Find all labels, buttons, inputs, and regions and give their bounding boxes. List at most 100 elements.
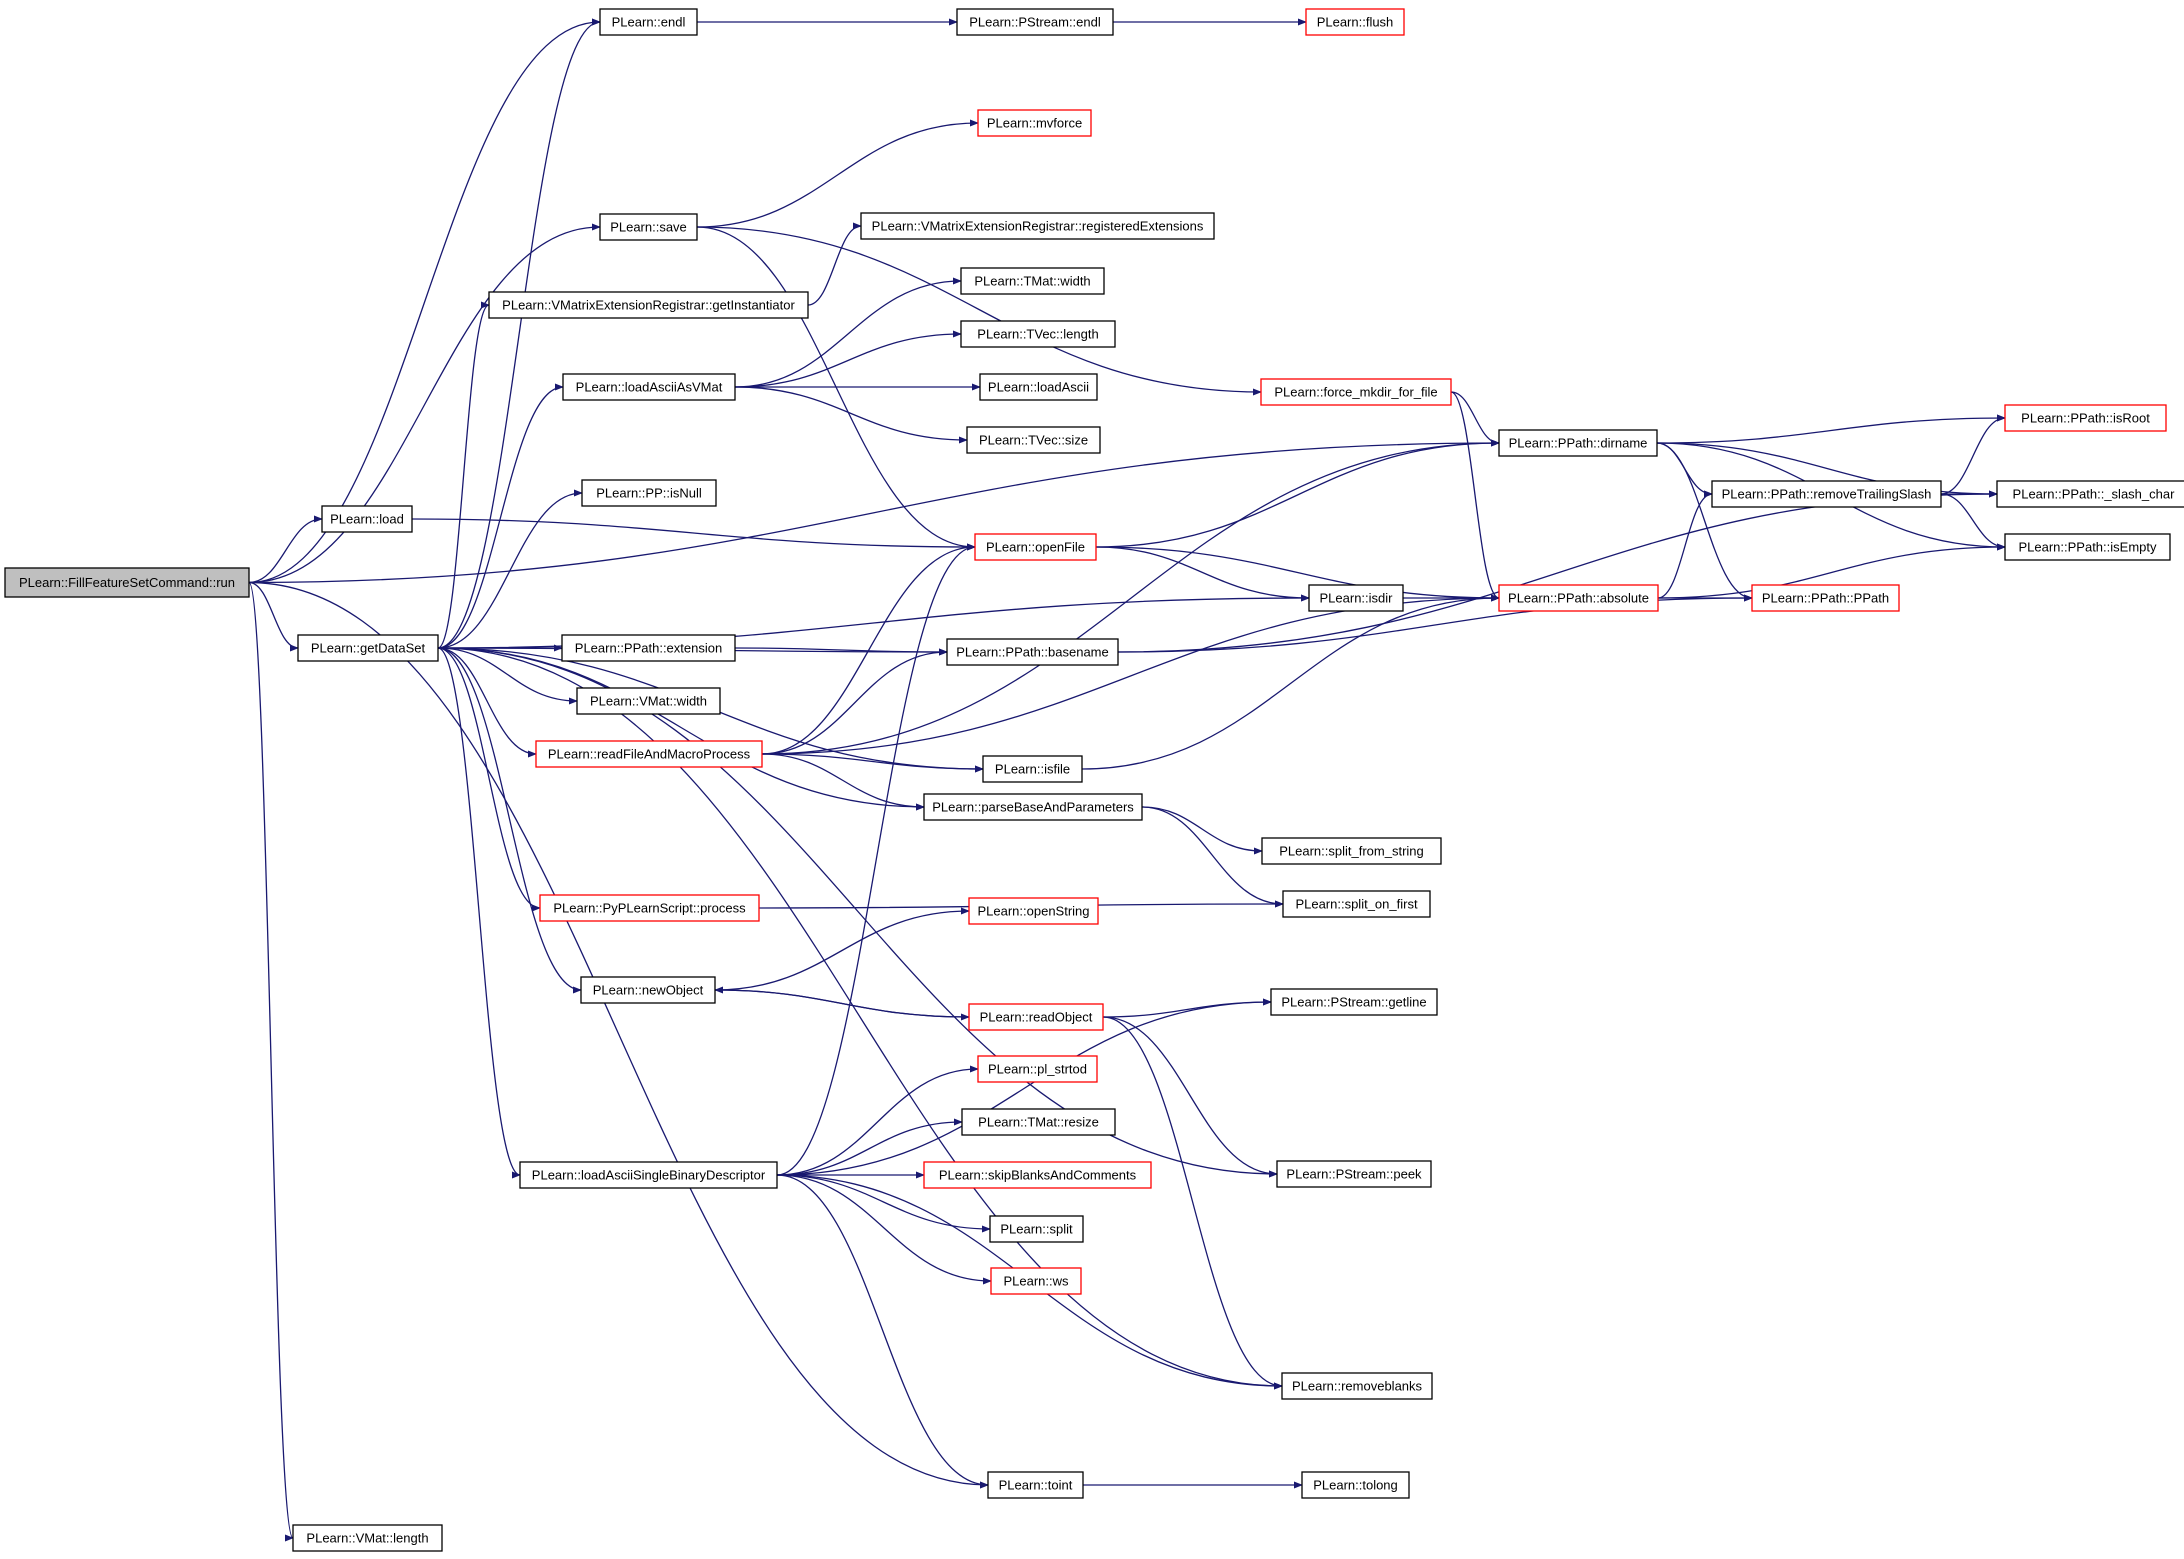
node-load[interactable]: PLearn::load — [321, 505, 413, 533]
node-split[interactable]: PLearn::split — [989, 1215, 1084, 1243]
edge-dirname-to-isRoot — [1656, 414, 2006, 444]
node-box — [2004, 404, 2167, 432]
node-getDataSet[interactable]: PLearn::getDataSet — [297, 634, 439, 662]
node-save[interactable]: PLearn::save — [599, 213, 698, 241]
node-parseBaseAndParameters[interactable]: PLearn::parseBaseAndParameters — [923, 793, 1143, 821]
node-label: PLearn::PPath::basename — [956, 645, 1109, 660]
node-box — [561, 634, 736, 662]
node-label: PLearn::toint — [999, 1478, 1073, 1493]
node-label: PLearn::PPath::dirname — [1509, 436, 1648, 451]
edge-loadAsciiSingleBinaryDescriptor-to-ws — [776, 1174, 992, 1285]
node-openFile[interactable]: PLearn::openFile — [974, 533, 1097, 561]
node-box — [599, 213, 698, 241]
node-label: PLearn::PPath::extension — [575, 641, 722, 656]
edge-dirname-to-ppath_ctor — [1656, 442, 1753, 602]
node-vmat_length[interactable]: PLearn::VMat::length — [292, 1524, 443, 1552]
node-dirname[interactable]: PLearn::PPath::dirname — [1498, 429, 1658, 457]
edge-readFileAndMacroProcess-to-openFile — [761, 543, 976, 755]
node-label: PLearn::TMat::width — [974, 274, 1090, 289]
edge-removeTrailingSlash-to-isRoot — [1940, 414, 2006, 495]
node-pstream_endl[interactable]: PLearn::PStream::endl — [956, 8, 1114, 36]
node-label: PLearn::VMatrixExtensionRegistrar::regis… — [872, 219, 1204, 234]
node-label: PLearn::TMat::resize — [978, 1115, 1099, 1130]
node-box — [1498, 429, 1658, 457]
node-mvforce[interactable]: PLearn::mvforce — [977, 109, 1092, 137]
edge-loadAsciiSingleBinaryDescriptor-to-openFile — [776, 543, 976, 1176]
node-removeTrailingSlash[interactable]: PLearn::PPath::removeTrailingSlash — [1711, 480, 1942, 508]
node-extension[interactable]: PLearn::PPath::extension — [561, 634, 736, 662]
node-slash_char[interactable]: PLearn::PPath::_slash_char — [1996, 480, 2184, 508]
node-box — [989, 1215, 1084, 1243]
node-split_on_first[interactable]: PLearn::split_on_first — [1282, 890, 1431, 918]
node-pyplearn_process[interactable]: PLearn::PyPLearnScript::process — [539, 894, 760, 922]
node-label: PLearn::openFile — [986, 540, 1085, 555]
node-tmat_resize[interactable]: PLearn::TMat::resize — [961, 1108, 1116, 1136]
edge-isfile-to-absolute — [1081, 594, 1500, 770]
node-isfile[interactable]: PLearn::isfile — [982, 755, 1083, 783]
edge-dirname-to-slash_char — [1656, 442, 1998, 498]
node-getInstantiator[interactable]: PLearn::VMatrixExtensionRegistrar::getIn… — [488, 291, 809, 319]
node-tvec_size[interactable]: PLearn::TVec::size — [966, 426, 1101, 454]
edge-getDataSet-to-parseBaseAndParameters — [437, 647, 925, 811]
node-newObject[interactable]: PLearn::newObject — [580, 976, 716, 1004]
node-label: PLearn::PPath::isRoot — [2021, 411, 2150, 426]
node-isRoot[interactable]: PLearn::PPath::isRoot — [2004, 404, 2167, 432]
node-tvec_length[interactable]: PLearn::TVec::length — [960, 320, 1116, 348]
edge-readObject-to-getline — [1102, 998, 1272, 1018]
node-absolute[interactable]: PLearn::PPath::absolute — [1498, 584, 1659, 612]
node-toint[interactable]: PLearn::toint — [987, 1471, 1084, 1499]
node-loadAscii[interactable]: PLearn::loadAscii — [979, 373, 1098, 401]
node-peek[interactable]: PLearn::PStream::peek — [1276, 1160, 1432, 1188]
node-tmat_width[interactable]: PLearn::TMat::width — [960, 267, 1105, 295]
edge-readFileAndMacroProcess-to-dirname — [761, 439, 1500, 755]
edge-loadAsciiAsVMat-to-tvec_size — [734, 386, 968, 444]
node-box — [562, 373, 736, 401]
node-readObject[interactable]: PLearn::readObject — [968, 1003, 1104, 1031]
node-registeredExtensions[interactable]: PLearn::VMatrixExtensionRegistrar::regis… — [860, 212, 1215, 240]
node-basename[interactable]: PLearn::PPath::basename — [946, 638, 1119, 666]
node-removeblanks[interactable]: PLearn::removeblanks — [1281, 1372, 1433, 1400]
edge-loadAsciiSingleBinaryDescriptor-to-tmat_resize — [776, 1118, 963, 1176]
node-ws[interactable]: PLearn::ws — [990, 1267, 1082, 1295]
edge-readFileAndMacroProcess-to-parseBaseAndParameters — [761, 753, 925, 811]
node-pl_strtod[interactable]: PLearn::pl_strtod — [977, 1055, 1098, 1083]
node-ppath_ctor[interactable]: PLearn::PPath::PPath — [1751, 584, 1900, 612]
node-getline[interactable]: PLearn::PStream::getline — [1270, 988, 1438, 1016]
node-label: PLearn::PStream::endl — [969, 15, 1101, 30]
node-box — [1305, 8, 1405, 36]
node-tolong[interactable]: PLearn::tolong — [1301, 1471, 1410, 1499]
node-pp_isNull[interactable]: PLearn::PP::isNull — [581, 479, 717, 507]
edge-absolute-to-removeTrailingSlash — [1657, 490, 1713, 599]
node-box — [961, 1108, 1116, 1136]
node-box — [519, 1161, 778, 1189]
node-label: PLearn::skipBlanksAndComments — [939, 1168, 1137, 1183]
node-label: PLearn::mvforce — [987, 116, 1082, 131]
node-vmat_width[interactable]: PLearn::VMat::width — [576, 687, 721, 715]
node-loadAsciiSingleBinaryDescriptor[interactable]: PLearn::loadAsciiSingleBinaryDescriptor — [519, 1161, 778, 1189]
node-label: PLearn::openString — [977, 904, 1089, 919]
node-isdir[interactable]: PLearn::isdir — [1308, 584, 1404, 612]
node-box — [968, 897, 1099, 925]
node-run[interactable]: PLearn::FillFeatureSetCommand::run — [4, 567, 250, 598]
edge-getInstantiator-to-registeredExtensions — [807, 222, 862, 306]
node-split_from_string[interactable]: PLearn::split_from_string — [1261, 837, 1442, 865]
node-label: PLearn::PStream::peek — [1286, 1167, 1422, 1182]
node-force_mkdir[interactable]: PLearn::force_mkdir_for_file — [1260, 378, 1452, 406]
node-skipBlanksAndComments[interactable]: PLearn::skipBlanksAndComments — [923, 1161, 1152, 1189]
edge-run-to-dirname — [248, 439, 1500, 584]
edge-run-to-load — [248, 515, 323, 584]
node-loadAsciiAsVMat[interactable]: PLearn::loadAsciiAsVMat — [562, 373, 736, 401]
node-label: PLearn::ws — [1003, 1274, 1069, 1289]
node-label: PLearn::readObject — [980, 1010, 1093, 1025]
node-label: PLearn::loadAscii — [988, 380, 1089, 395]
node-isEmpty[interactable]: PLearn::PPath::isEmpty — [2004, 533, 2171, 561]
node-box — [4, 567, 250, 598]
node-label: PLearn::FillFeatureSetCommand::run — [19, 575, 235, 590]
node-flush[interactable]: PLearn::flush — [1305, 8, 1405, 36]
node-endl[interactable]: PLearn::endl — [599, 8, 698, 36]
node-box — [987, 1471, 1084, 1499]
node-box — [1301, 1471, 1410, 1499]
node-readFileAndMacroProcess[interactable]: PLearn::readFileAndMacroProcess — [535, 740, 763, 768]
node-openString[interactable]: PLearn::openString — [968, 897, 1099, 925]
